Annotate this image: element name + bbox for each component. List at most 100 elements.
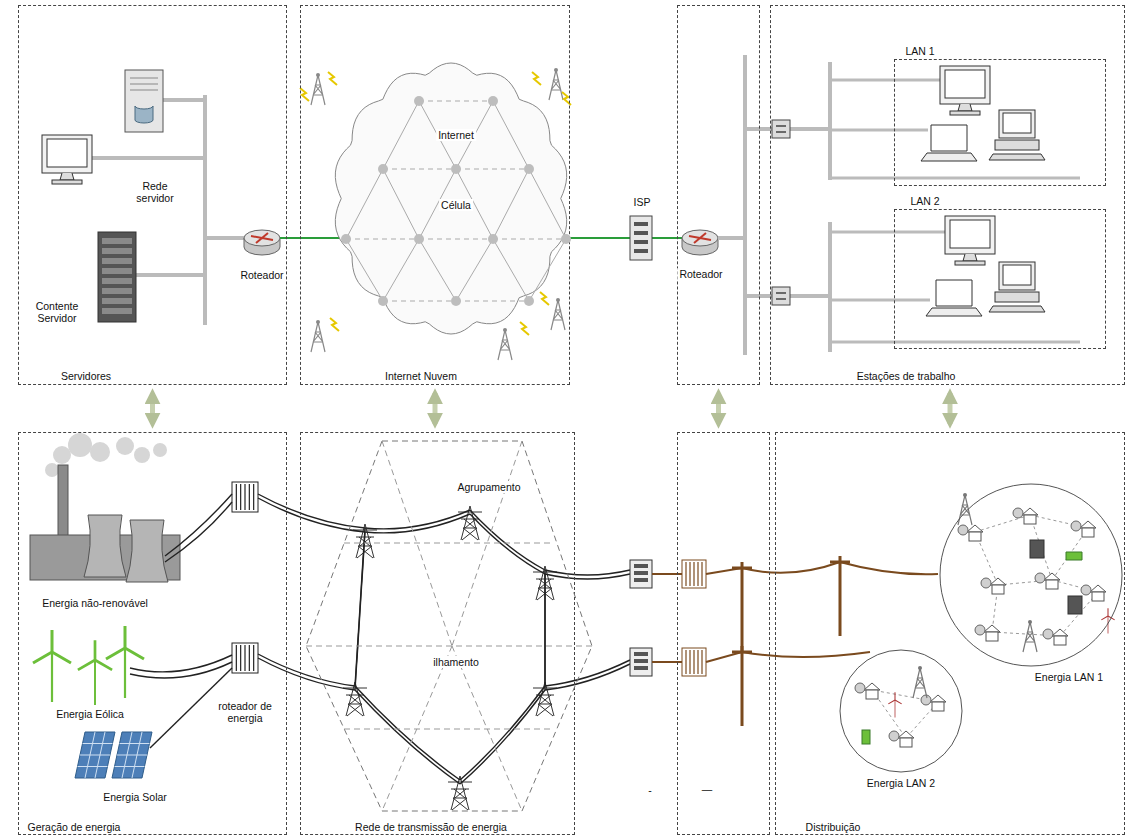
antenna-tower (1023, 620, 1037, 652)
cell-link (419, 239, 493, 240)
house-roof (930, 695, 946, 702)
meter-icon (1035, 573, 1045, 583)
cell-link (383, 101, 419, 169)
internet-panel: Internet NuvemInternetCélula (300, 5, 570, 385)
cell-link (383, 169, 419, 239)
meter-icon (981, 578, 991, 588)
transformer-fin (253, 484, 254, 510)
tower-top (963, 493, 967, 497)
house-body (986, 632, 998, 641)
cell-link (456, 239, 493, 301)
cell-link (493, 169, 529, 239)
transformer-icon (232, 643, 258, 673)
cell-link (493, 239, 529, 301)
generation-panel: Geração de energia (18, 432, 287, 835)
bolt-line (540, 292, 549, 305)
region-label: ilhamento (431, 656, 481, 668)
house-icon (967, 525, 983, 541)
cell-node (378, 296, 388, 306)
grid-line (344, 729, 554, 730)
isp-box (630, 216, 652, 260)
battery-icon (862, 730, 870, 744)
house-icon (898, 731, 914, 747)
pylon-frame (448, 776, 472, 810)
cell-link (383, 301, 456, 302)
router-arrows (689, 233, 711, 243)
signal-bolt (520, 322, 529, 335)
double-arrow (948, 393, 953, 424)
monitor-base (52, 180, 82, 184)
double-arrow (433, 393, 438, 424)
transformer-fin (249, 645, 250, 671)
meter-box (630, 648, 652, 676)
house-icon (1044, 573, 1060, 589)
wire (545, 664, 630, 690)
switch-box (772, 287, 790, 305)
server-case (125, 70, 163, 132)
panel-label: Internet Nuvem (383, 370, 459, 382)
meter-keys (634, 652, 648, 656)
switch-arrows (776, 126, 786, 132)
cell-link (529, 239, 566, 301)
region-label: Agrupamento (455, 481, 522, 493)
monitor-base (955, 261, 985, 265)
meter-keys (634, 659, 648, 663)
tower-top (316, 73, 320, 77)
wire (258, 654, 355, 686)
turbine-blades (106, 626, 144, 659)
double-arrow (150, 393, 155, 424)
meter-icon (975, 625, 985, 635)
laptop-icon (921, 125, 977, 161)
solar-panel (75, 732, 115, 778)
turbine-tower (51, 652, 53, 702)
utility-pole (830, 556, 850, 636)
smoke-puff (90, 442, 110, 462)
wire (355, 690, 460, 784)
server-box (1030, 540, 1044, 558)
router-icon (682, 230, 718, 255)
wire (545, 570, 630, 575)
monitor-icon (940, 66, 990, 115)
house-roof (1052, 629, 1068, 636)
meter-icon (1071, 521, 1081, 531)
panel-label: Energia LAN 1 (1033, 671, 1105, 683)
cell-link (456, 301, 529, 302)
house-body (900, 738, 912, 747)
cell-node (561, 234, 571, 244)
tower-frame (311, 75, 325, 105)
house-roof (864, 683, 880, 690)
bolt-line (532, 72, 541, 85)
cell-node (414, 96, 424, 106)
circle-outline (839, 649, 963, 773)
desktop-glass (1003, 113, 1031, 133)
wire (165, 502, 232, 562)
house-icon (930, 695, 946, 711)
hexagon-outline (306, 441, 592, 811)
lan-links (830, 80, 1080, 342)
wire (130, 662, 232, 678)
transformer-fin (701, 650, 702, 674)
transformer-icon (682, 648, 706, 676)
transformer-fin (689, 650, 690, 674)
isp-slot (634, 231, 648, 235)
cooling-tower (126, 520, 168, 582)
antenna-tower (913, 666, 927, 698)
double-arrow (716, 393, 721, 424)
pole-line (732, 646, 752, 726)
house-icon (984, 625, 1000, 641)
transformer-fin (697, 562, 698, 586)
router-top (244, 230, 280, 246)
part-label: Contente Servidor (28, 300, 87, 324)
rack-slot (102, 238, 132, 244)
bolt-line (520, 322, 529, 335)
tower-frame (551, 300, 565, 330)
house-roof (1090, 585, 1106, 592)
cell-link (419, 239, 456, 301)
panel-label: Distribuição (804, 821, 863, 833)
router-icon (244, 230, 280, 255)
cooling-tower (84, 515, 126, 577)
meter-keys (634, 666, 648, 670)
monitor-screen (950, 220, 990, 248)
